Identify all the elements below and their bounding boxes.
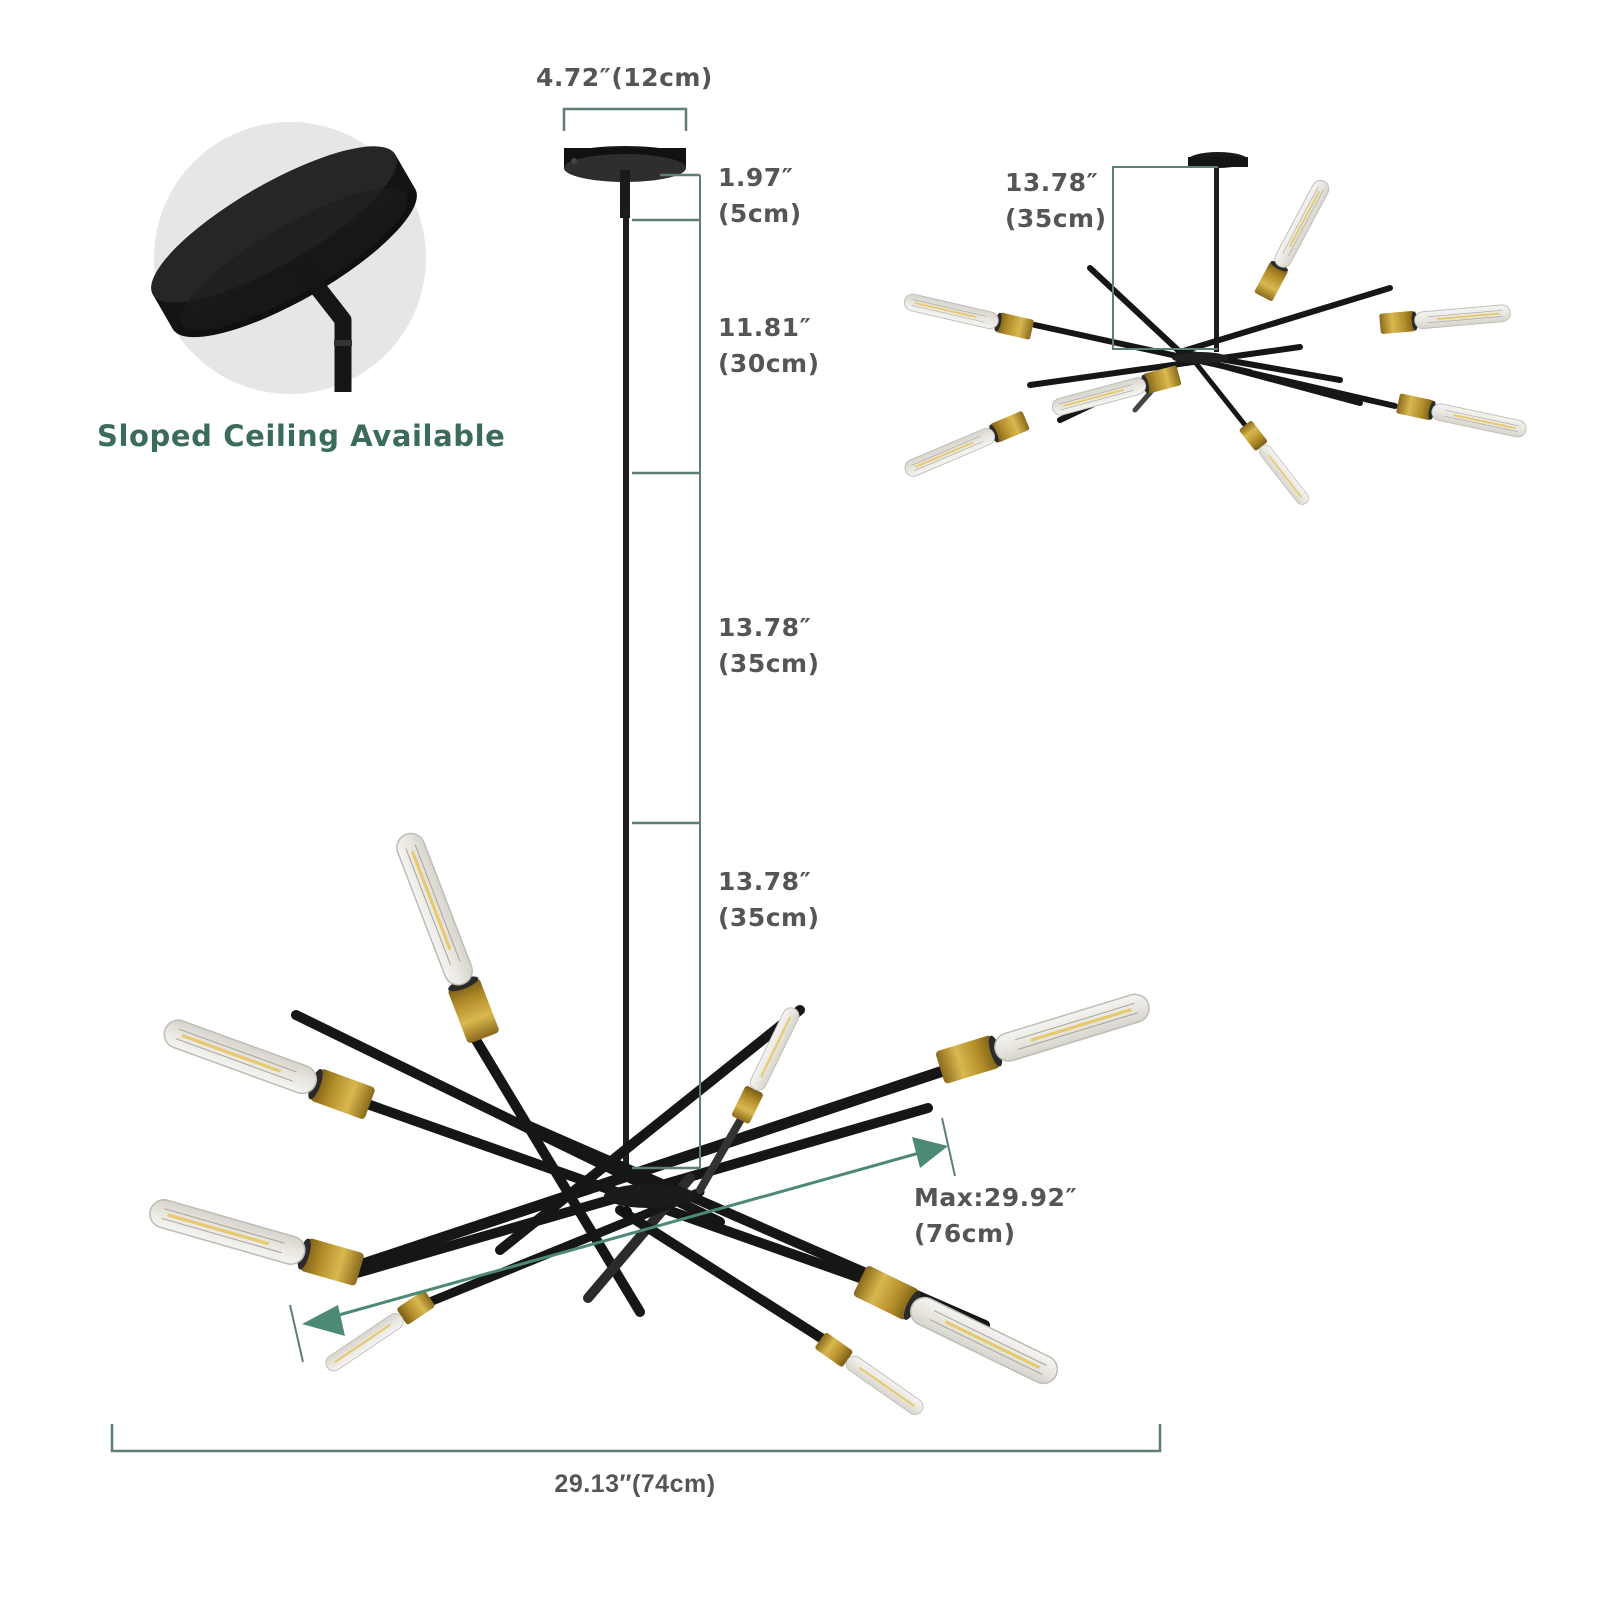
flush-height-inches: 13.78″ <box>1005 168 1099 197</box>
canopy-width-label: 4.72″(12cm) <box>536 60 713 96</box>
bulb-right-upper <box>933 986 1155 1086</box>
stem <box>620 170 630 218</box>
canopy-height-label: 1.97″ (5cm) <box>718 160 802 232</box>
canopy-height-inches: 1.97″ <box>718 163 794 192</box>
canopy-icon <box>564 146 686 182</box>
bulb-left <box>157 1011 378 1122</box>
rod-segment-1-inches: 11.81″ <box>718 313 812 342</box>
overall-width-bracket <box>110 1424 1162 1453</box>
sloped-ceiling-inset <box>151 122 426 394</box>
max-diameter-inches: Max:29.92″ <box>914 1183 1078 1212</box>
rod-segment-1-cm: (30cm) <box>718 349 820 378</box>
downrod <box>623 210 629 1180</box>
rod-segment-3-label: 13.78″ (35cm) <box>718 864 820 936</box>
rod-segment-3-inches: 13.78″ <box>718 867 812 896</box>
canopy-width-bracket <box>562 107 688 131</box>
bulbs <box>144 826 1155 1421</box>
center-hub <box>604 1184 696 1208</box>
main-fixture <box>144 146 1155 1421</box>
flush-height-cm: (35cm) <box>1005 204 1107 233</box>
bulb-right-lower <box>851 1263 1065 1393</box>
canopy-height-cm: (5cm) <box>718 199 802 228</box>
rod-segment-2-inches: 13.78″ <box>718 613 812 642</box>
rod-segment-1-label: 11.81″ (30cm) <box>718 310 820 382</box>
overall-width-label: 29.13″(74cm) <box>554 1470 716 1498</box>
canopy-width-value: 4.72″(12cm) <box>536 63 713 92</box>
sloped-ceiling-caption: Sloped Ceiling Available <box>97 419 506 453</box>
flush-mount-fixture <box>900 152 1529 509</box>
max-diameter-arrow <box>302 1137 948 1336</box>
rod-segment-2-label: 13.78″ (35cm) <box>718 610 820 682</box>
max-diameter-cm: (76cm) <box>914 1219 1016 1248</box>
flush-height-label: 13.78″ (35cm) <box>1005 165 1107 237</box>
dimension-lines <box>110 107 1162 1453</box>
rod-segment-3-cm: (35cm) <box>718 903 820 932</box>
rod-segment-2-cm: (35cm) <box>718 649 820 678</box>
bulb-top-left <box>388 826 502 1046</box>
bulb-bottom-right <box>813 1330 929 1421</box>
bulb-left-lower <box>144 1192 367 1288</box>
max-diameter-label: Max:29.92″ (76cm) <box>914 1180 1077 1252</box>
bulb-back <box>730 1003 805 1126</box>
sloped-canopy-icon <box>151 146 417 392</box>
flush-height-bracket <box>1112 166 1218 350</box>
